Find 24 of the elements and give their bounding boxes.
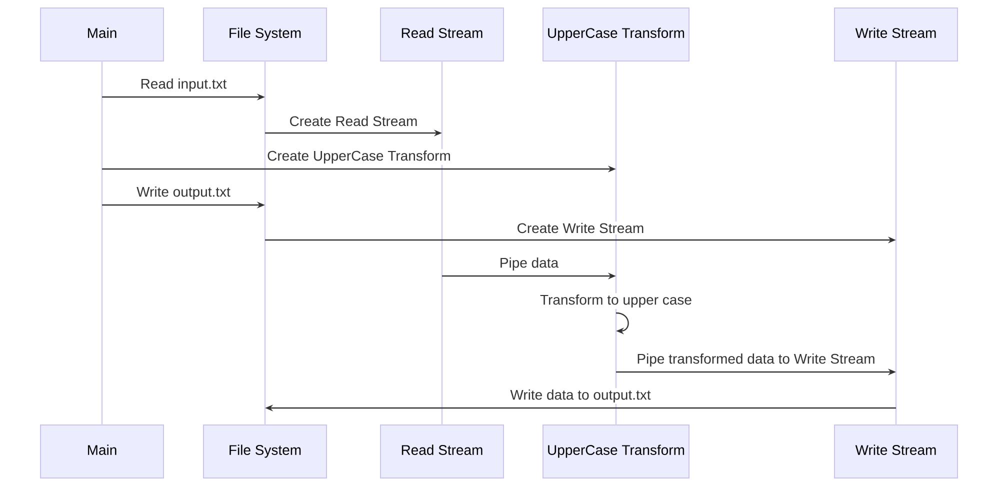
message-label: Write output.txt (135, 185, 232, 201)
participant-box: File System (203, 424, 327, 478)
message-label: Create Read Stream (288, 114, 420, 128)
lifeline (264, 61, 266, 425)
message-label: Pipe data (498, 256, 560, 272)
participant-box: UpperCase Transform (542, 8, 690, 62)
participant-box: Write Stream (834, 8, 958, 62)
message-label: Pipe transformed data to Write Stream (635, 352, 877, 368)
lifeline (101, 61, 103, 425)
participant-box: Read Stream (380, 8, 504, 62)
message-label: Write data to output.txt (508, 388, 652, 404)
message-label: Read input.txt (138, 77, 228, 93)
participant-box: Write Stream (834, 424, 958, 478)
participant-box: File System (203, 8, 327, 62)
participant-box: Read Stream (380, 424, 504, 478)
message-label: Transform to upper case (538, 293, 694, 309)
self-arrow (616, 312, 629, 334)
lifeline (441, 61, 443, 425)
participant-box: Main (40, 424, 164, 478)
message-label: Create Write Stream (516, 222, 646, 234)
lifeline (895, 61, 897, 425)
participant-box: Main (40, 8, 164, 62)
participant-box: UpperCase Transform (542, 424, 690, 478)
message-label: Create UpperCase Transform (266, 149, 452, 165)
